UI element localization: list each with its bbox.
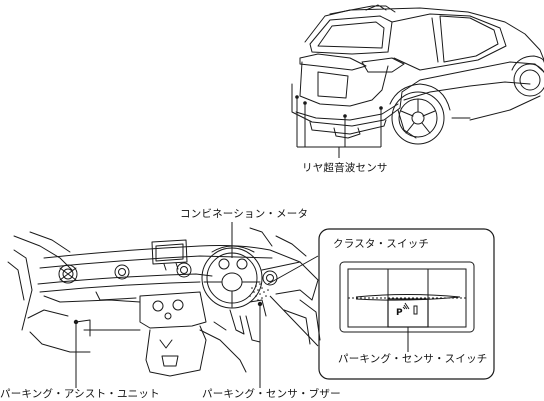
cluster-switch-label: クラスタ・スイッチ [333,238,430,250]
rear-ultrasonic-sensors [295,95,383,118]
rear-sensor-leader [296,97,382,158]
parking-sensor-switch-label: パーキング・センサ・スイッチ [338,353,488,365]
combination-meter-label: コンビネーション・メータ [180,208,309,220]
rear-sensor-label: リヤ超音波センサ [302,162,388,174]
callout-line-upper [267,255,319,285]
parking-sensor-icon [402,302,418,315]
parking-sensor-buzzer-label: パーキング・センサ・ブザー [202,388,341,400]
callout-line-lower [269,295,319,347]
rear-car-illustration [291,4,544,145]
parking-assist-unit-label: パーキング・アシスト・ユニット [0,388,160,400]
cluster-switch-inset [318,228,495,380]
parking-sensor-switch-box [387,298,429,328]
dashboard-illustration [7,227,321,377]
dashboard-leaders [75,222,319,388]
switch-legend-text: P [396,308,403,318]
switch-location-hatch [249,283,269,301]
